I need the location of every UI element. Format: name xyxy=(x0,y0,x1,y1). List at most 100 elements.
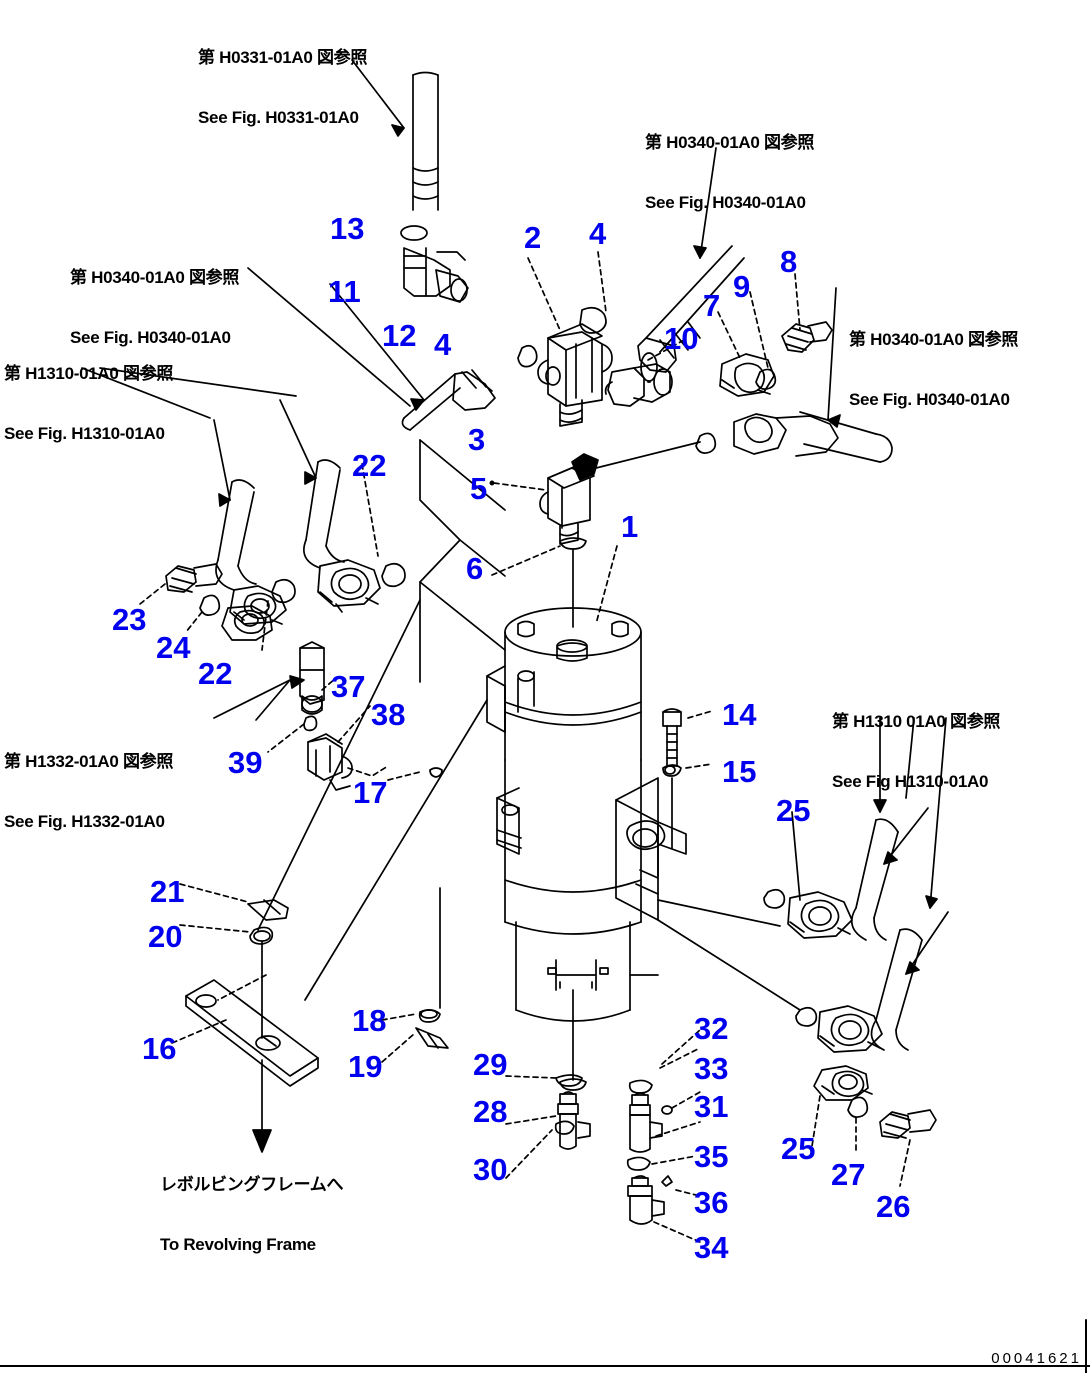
hose-top-center xyxy=(351,59,439,211)
callout-number[interactable]: 23 xyxy=(112,602,147,637)
callout-number[interactable]: 31 xyxy=(694,1089,729,1124)
callout-number[interactable]: 1 xyxy=(621,509,639,544)
callout-number[interactable]: 27 xyxy=(831,1157,866,1192)
reference-note-en: See Fig. H0340-01A0 xyxy=(645,193,806,212)
callout-number[interactable]: 4 xyxy=(434,327,452,362)
part-20-washer xyxy=(179,924,274,1039)
reference-note: 第 H1310-01A0 図参照 See Fig. H1310-01A0 xyxy=(4,324,173,484)
reference-note-jp: 第 H0340-01A0 図参照 xyxy=(70,268,240,287)
reference-note-to-revolving-frame: レボルビングフレームへ To Revolving Frame xyxy=(160,1135,344,1295)
callout-number[interactable]: 12 xyxy=(382,318,417,353)
part-29-leader xyxy=(505,1074,583,1087)
part-2-valve-body xyxy=(537,306,613,427)
drawing-number: 00041621 xyxy=(991,1350,1082,1367)
part-26-bolt xyxy=(879,1109,937,1187)
callout-number[interactable]: 30 xyxy=(473,1152,508,1187)
callout-number[interactable]: 39 xyxy=(228,745,263,780)
part-15-washer xyxy=(662,763,713,849)
callout-number[interactable]: 16 xyxy=(142,1031,177,1066)
reference-note: 第 H0340-01A0 図参照 See Fig. H0340-01A0 xyxy=(849,290,1018,450)
callout-number[interactable]: 18 xyxy=(352,1003,387,1038)
callout-number[interactable]: 37 xyxy=(331,669,366,704)
hose-12-left xyxy=(329,283,496,431)
callout-number[interactable]: 21 xyxy=(150,874,185,909)
part-23-bolt xyxy=(139,563,223,605)
callout-number[interactable]: 13 xyxy=(330,211,365,246)
callout-number[interactable]: 14 xyxy=(722,697,757,732)
reference-note: 第 H0331-01A0 図参照 See Fig. H0331-01A0 xyxy=(198,8,367,168)
part-39-washer xyxy=(267,715,318,753)
part-28-valve xyxy=(505,1091,591,1150)
reference-note-en: See Fig. H1310-01A0 xyxy=(4,424,165,443)
callout-number[interactable]: 2 xyxy=(524,220,542,255)
arrow-to-revolving-frame xyxy=(252,1059,272,1153)
coupling-left-lower xyxy=(221,605,273,641)
part-24-washer xyxy=(185,594,221,633)
callout-number[interactable]: 15 xyxy=(722,754,757,789)
reference-note-en: See Fig. H1332-01A0 xyxy=(4,812,165,831)
hose-left-22a xyxy=(213,419,287,625)
callout-number[interactable]: 32 xyxy=(694,1011,729,1046)
reference-note-jp: 第 H0331-01A0 図参照 xyxy=(198,48,368,67)
part-11-elbow xyxy=(403,247,469,303)
callout-number[interactable]: 35 xyxy=(694,1139,729,1174)
part-13-washer xyxy=(400,225,428,241)
reference-note-en: See Fig. H0331-01A0 xyxy=(198,108,359,127)
part-16-bracket xyxy=(171,974,319,1087)
callout-number[interactable]: 3 xyxy=(468,422,486,457)
part-38-fitting xyxy=(307,705,371,791)
callout-number[interactable]: 17 xyxy=(353,775,388,810)
callout-number[interactable]: 29 xyxy=(473,1047,508,1082)
reference-note-jp: 第 H0340-01A0 図参照 xyxy=(849,330,1019,349)
callout-number[interactable]: 6 xyxy=(466,551,484,586)
callout-number[interactable]: 22 xyxy=(198,656,233,691)
part-18-washer xyxy=(381,1009,441,1023)
callout-number[interactable]: 5 xyxy=(470,471,488,506)
callout-number[interactable]: 34 xyxy=(694,1230,729,1265)
callout-number[interactable]: 4 xyxy=(589,216,607,251)
callout-number[interactable]: 9 xyxy=(733,269,751,304)
part-17-leader xyxy=(347,765,421,781)
reference-note-jp: 第 H1310-01A0 図参照 xyxy=(4,364,174,383)
callout-number[interactable]: 22 xyxy=(352,448,387,483)
hose-right-25b xyxy=(795,911,949,1053)
callout-number[interactable]: 24 xyxy=(156,630,191,665)
part-25-clamp-lower xyxy=(811,1065,873,1147)
reference-note-jp: レボルビングフレームへ xyxy=(160,1175,344,1194)
reference-note: 第 H0340-01A0 図参照 See Fig. H0340-01A0 xyxy=(645,93,814,253)
reference-note-jp: 第 H1332-01A0 図参照 xyxy=(4,752,174,771)
part-7-clamp xyxy=(717,311,775,397)
reference-note-en: See Fig. H0340-01A0 xyxy=(70,328,231,347)
callout-number[interactable]: 38 xyxy=(371,697,406,732)
callout-number[interactable]: 19 xyxy=(348,1049,383,1084)
callout-number[interactable]: 26 xyxy=(876,1189,911,1224)
callout-number[interactable]: 7 xyxy=(703,288,721,323)
part-30-washer xyxy=(505,1120,575,1179)
part-35-washer xyxy=(626,1155,697,1171)
hose-right-upper xyxy=(695,287,893,463)
callout-number[interactable]: 28 xyxy=(473,1094,508,1129)
part-33-washer xyxy=(628,1047,701,1094)
reference-note: 第 H1310 01A0 図参照 See Fig H1310-01A0 xyxy=(832,672,1000,832)
reference-note-jp: 第 H0340-01A0 図参照 xyxy=(645,133,815,152)
callout-number[interactable]: 8 xyxy=(780,244,798,279)
part-6-cap xyxy=(491,537,587,628)
reference-note-en: To Revolving Frame xyxy=(160,1235,316,1254)
reference-note-jp: 第 H1310 01A0 図参照 xyxy=(832,712,1001,731)
part-21-clip xyxy=(179,883,289,921)
part-8-bolt xyxy=(781,273,833,353)
callout-number[interactable]: 25 xyxy=(776,793,811,828)
callout-number[interactable]: 25 xyxy=(781,1131,816,1166)
reference-note: 第 H1332-01A0 図参照 See Fig. H1332-01A0 xyxy=(4,712,173,872)
callout-number[interactable]: 11 xyxy=(328,274,361,309)
part-5-valve xyxy=(489,441,701,545)
mounting-frame xyxy=(257,439,801,1011)
part-1-swivel-body xyxy=(504,607,659,1091)
callout-number[interactable]: 10 xyxy=(664,321,699,356)
callout-number[interactable]: 20 xyxy=(148,919,183,954)
callout-number[interactable]: 33 xyxy=(694,1051,729,1086)
hose-top-right xyxy=(637,147,745,383)
part-34-valve xyxy=(627,1175,701,1243)
callout-number[interactable]: 36 xyxy=(694,1185,729,1220)
